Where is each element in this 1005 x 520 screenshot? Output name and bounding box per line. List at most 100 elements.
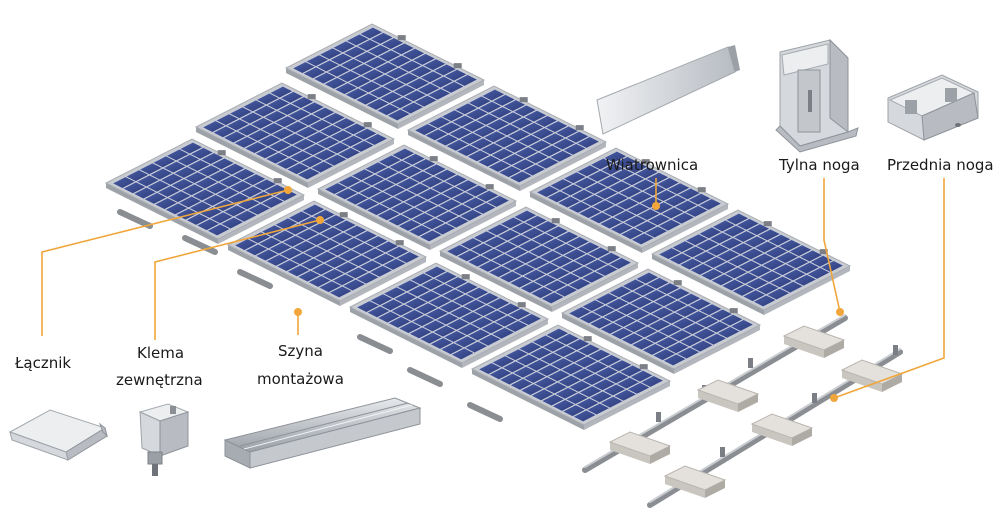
solar-cell: [663, 194, 688, 207]
solar-cell: [427, 88, 451, 101]
solar-cell: [412, 158, 436, 171]
solar-cell: [310, 161, 334, 173]
panel-clamp: [217, 150, 226, 156]
solar-cell: [242, 99, 266, 112]
solar-cell: [301, 204, 325, 216]
solar-cell: [369, 293, 394, 306]
solar-cell: [602, 310, 627, 323]
solar-cell: [542, 238, 566, 250]
solar-cell: [660, 207, 685, 219]
solar-cell: [698, 198, 722, 211]
solar-cell: [244, 141, 268, 154]
solar-cell: [588, 211, 613, 224]
solar-cell: [375, 167, 399, 180]
solar-cell: [469, 137, 494, 150]
solar-cell: [412, 53, 436, 66]
solar-cell: [690, 340, 714, 353]
solar-cell: [682, 246, 706, 258]
solar-cell: [435, 134, 459, 146]
solar-cell: [308, 275, 332, 288]
solar-cell: [576, 164, 600, 177]
solar-cell: [370, 32, 394, 45]
solar-cell: [258, 237, 282, 249]
solar-cell: [616, 303, 640, 316]
solar-cell: [340, 237, 365, 250]
solar-cell: [590, 158, 614, 170]
panel-clamp: [461, 274, 470, 280]
solar-cell: [244, 243, 269, 256]
solar-cell: [716, 326, 741, 339]
solar-cell: [367, 44, 391, 57]
solar-cell: [441, 109, 465, 122]
solar-cell: [502, 99, 526, 112]
solar-cell: [721, 279, 745, 292]
solar-cell: [571, 368, 595, 381]
solar-cell: [631, 233, 655, 245]
solar-cell: [509, 276, 533, 289]
label-klema-line1: Klema: [137, 344, 184, 362]
solar-cell: [626, 308, 651, 321]
solar-cell: [280, 91, 304, 104]
solar-cell: [475, 190, 500, 203]
solar-cell: [552, 138, 576, 150]
solar-cell: [629, 296, 654, 309]
solar-cell: [565, 131, 590, 144]
solar-cell: [725, 213, 749, 225]
solar-cell: [402, 153, 426, 166]
solar-cell: [481, 89, 505, 101]
solar-cell: [462, 120, 486, 133]
solar-cell: [533, 376, 558, 389]
solar-cell: [602, 384, 627, 396]
solar-cell: [364, 161, 388, 174]
solar-cell: [600, 396, 624, 409]
solar-cell: [399, 165, 423, 178]
solar-cell: [422, 320, 446, 332]
solar-cell: [459, 237, 484, 250]
solar-cell: [753, 295, 777, 307]
solar-cell: [578, 311, 603, 324]
solar-cell: [366, 305, 391, 318]
solar-cell: [425, 307, 449, 320]
solar-cell: [329, 286, 353, 298]
label-szyna-line1: Szyna: [278, 342, 323, 360]
solar-cell: [587, 349, 612, 362]
solar-cell: [385, 246, 410, 259]
solar-cell: [536, 262, 560, 275]
solar-cell: [809, 255, 834, 268]
solar-cell: [608, 285, 632, 298]
solar-cell: [432, 223, 456, 235]
solar-cell: [496, 124, 521, 136]
solar-cell: [419, 70, 444, 83]
solar-cell: [653, 189, 677, 202]
solar-cell: [525, 257, 550, 269]
solar-cell: [573, 177, 598, 189]
ground-support-rails: [582, 314, 904, 508]
solar-cell: [488, 160, 512, 173]
solar-cell: [403, 89, 427, 102]
solar-cell: [578, 206, 602, 219]
solar-cell: [515, 251, 539, 264]
solar-cell: [615, 198, 640, 210]
solar-cell: [557, 375, 582, 387]
solar-cell: [358, 260, 383, 272]
solar-cell: [374, 62, 399, 74]
solar-cell: [706, 321, 730, 333]
solar-cell: [366, 203, 390, 216]
solar-cell: [438, 301, 463, 313]
solar-cell: [507, 308, 532, 321]
solar-cell: [523, 110, 548, 123]
solar-cell: [581, 194, 605, 207]
solar-cell: [287, 108, 312, 121]
solar-cell: [610, 327, 634, 340]
panel-clamp: [453, 63, 462, 69]
solar-cell: [510, 222, 534, 235]
solar-cell: [292, 138, 316, 151]
solar-cell: [422, 58, 447, 71]
solar-cell: [187, 159, 211, 172]
solar-cell: [742, 289, 766, 302]
solar-cell: [562, 404, 586, 417]
solar-cell: [492, 94, 516, 107]
solar-cell: [522, 269, 547, 282]
solar-cell: [427, 116, 452, 129]
